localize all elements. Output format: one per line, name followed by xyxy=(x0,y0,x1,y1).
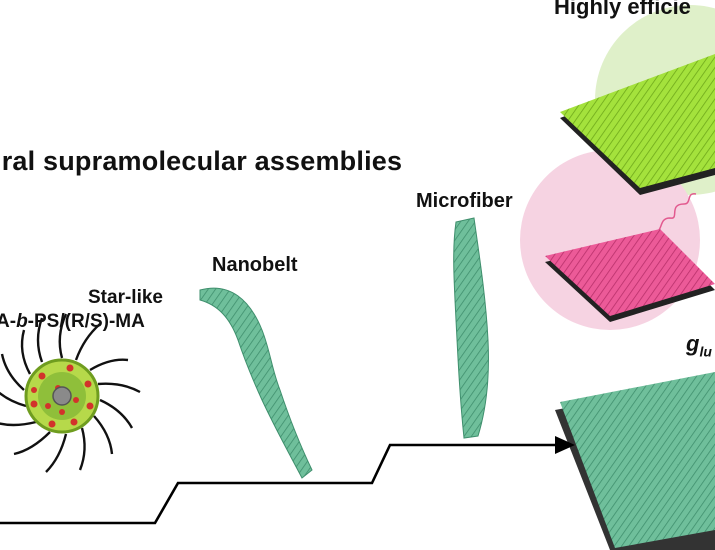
nanobelt-label: Nanobelt xyxy=(212,254,298,276)
glum-label: glu xyxy=(686,331,712,359)
polymer-name-suffix: -PS/(R/S)-MA xyxy=(27,311,145,332)
arrowhead xyxy=(555,436,575,454)
microfiber-label: Microfiber xyxy=(416,190,513,212)
nanobelt-illustration xyxy=(199,287,313,479)
pink-fiber-film xyxy=(545,229,715,322)
highly-efficient-label: Highly efficie xyxy=(554,0,691,19)
polymer-name-label: A-b-PS/(R/S)-MA xyxy=(0,311,145,333)
green-fiber-film xyxy=(555,372,715,550)
polymer-name-b: b xyxy=(16,311,28,332)
polymer-name-prefix: A- xyxy=(0,311,17,332)
diagram-title: iral supramolecular assemblies xyxy=(0,146,403,176)
lime-fiber-film xyxy=(560,54,715,195)
glum-symbol: g xyxy=(686,331,700,356)
star-polymer-illustration xyxy=(0,313,141,473)
star-like-label: Star-like xyxy=(88,287,163,308)
microfiber-illustration xyxy=(453,217,489,439)
glum-subscript: lu xyxy=(699,343,712,360)
process-step-arrow xyxy=(0,443,556,525)
